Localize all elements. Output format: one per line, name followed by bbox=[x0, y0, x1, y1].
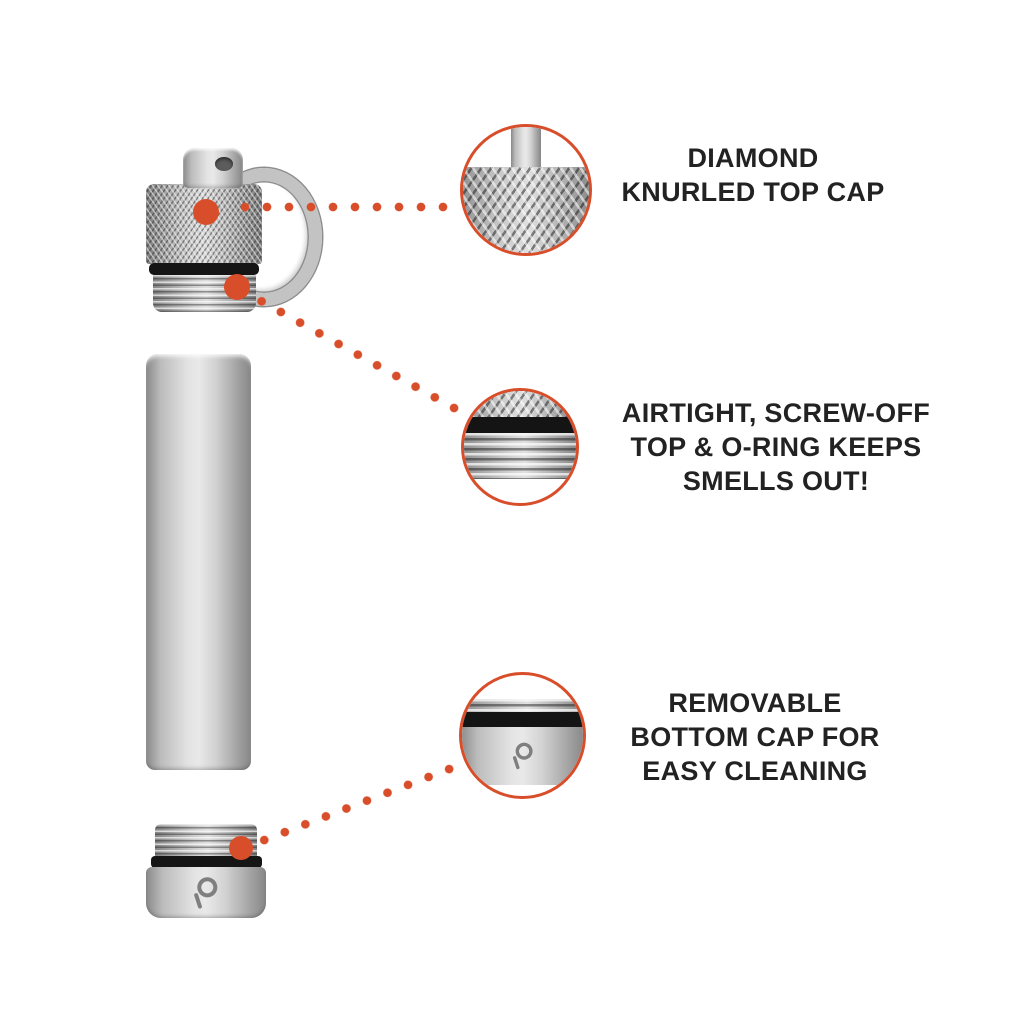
callout-airtight-line-1: AIRTIGHT, SCREW-OFF bbox=[621, 398, 931, 428]
zoom-o-ring bbox=[464, 417, 576, 433]
dotted-connector-bottom-cap bbox=[252, 759, 464, 849]
callout-top-cap: DIAMOND KNURLED TOP CAP bbox=[621, 141, 884, 209]
bottom-o-ring bbox=[151, 856, 262, 868]
hotspot-dot-oring bbox=[224, 274, 250, 300]
magnifier-bottom-cap bbox=[459, 672, 586, 799]
hotspot-dot-bottom-cap bbox=[229, 836, 253, 860]
zoom-knurl-texture bbox=[463, 167, 589, 253]
zoom-bottom-o-ring bbox=[462, 712, 583, 727]
keyring-stem bbox=[183, 148, 243, 188]
bottom-cap bbox=[146, 867, 266, 918]
o-ring bbox=[149, 263, 259, 275]
callout-airtight-seal: AIRTIGHT, SCREW-OFF TOP & O-RING KEEPS S… bbox=[622, 396, 930, 498]
callout-airtight-line-3: SMELLS OUT! bbox=[682, 466, 870, 496]
callout-top-cap-line-2: KNURLED TOP CAP bbox=[621, 177, 885, 207]
body-tube bbox=[146, 354, 251, 770]
callout-bottom-cap: REMOVABLE BOTTOM CAP FOR EASY CLEANING bbox=[630, 686, 879, 788]
dotted-connector-oring bbox=[249, 291, 461, 415]
callout-airtight-line-2: TOP & O-RING KEEPS bbox=[630, 432, 922, 462]
dotted-connector-top-cap bbox=[234, 202, 456, 212]
callout-bottom-cap-line-3: EASY CLEANING bbox=[642, 756, 868, 786]
hotspot-dot-top-cap bbox=[193, 199, 219, 225]
callout-bottom-cap-line-2: BOTTOM CAP FOR bbox=[630, 722, 880, 752]
brand-logo-icon bbox=[189, 874, 223, 911]
magnifier-oring-seal bbox=[461, 388, 579, 506]
zoom-bottom-threads bbox=[462, 699, 583, 712]
magnifier-top-cap bbox=[460, 124, 592, 256]
zoom-bottom-cap-body bbox=[462, 727, 583, 785]
callout-bottom-cap-line-1: REMOVABLE bbox=[668, 688, 842, 718]
zoom-stem bbox=[511, 127, 541, 171]
stem-hole bbox=[215, 157, 233, 171]
zoom-knurl-edge bbox=[464, 391, 576, 417]
zoom-threads bbox=[464, 433, 576, 479]
callout-top-cap-line-1: DIAMOND bbox=[687, 143, 819, 173]
zoom-brand-logo-icon bbox=[508, 740, 537, 771]
